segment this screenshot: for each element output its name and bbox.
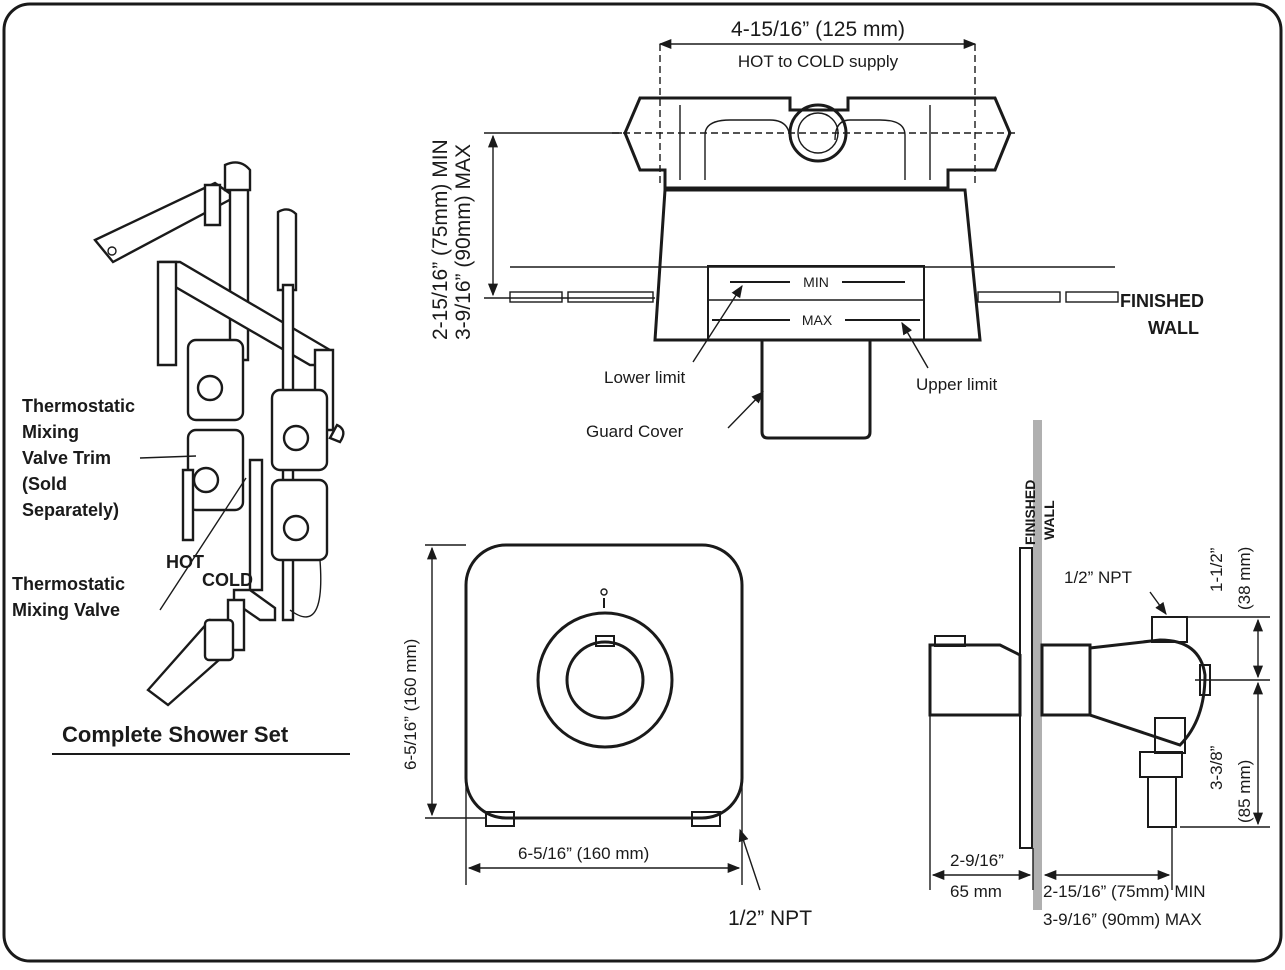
max-mark-label: MAX: [802, 312, 833, 328]
side-finished-label-1: FINISHED: [1022, 480, 1038, 545]
valve-body-bosses: [704, 119, 906, 141]
trim-label-1: Thermostatic: [22, 396, 135, 416]
trim-plate-profile: [1019, 547, 1033, 849]
front-npt-label: 1/2” NPT: [728, 907, 812, 930]
top-offset-label-1: 1-1/2”: [1207, 547, 1226, 592]
min-mark-label: MIN: [803, 274, 829, 290]
height-label: 6-5/16” (160 mm): [401, 639, 420, 770]
lower-limit-label: Lower limit: [604, 368, 686, 387]
top-view: 4-15/16” (125 mm) HOT to COLD supply 2-1…: [429, 18, 1204, 441]
guard-cover-leader: [727, 391, 764, 429]
tub-spout-body: [203, 618, 235, 662]
bottom-offset-label-2: (85 mm): [1235, 760, 1254, 823]
depth-min-label: 2-15/16” (75mm) MIN: [429, 139, 452, 340]
valve-body-outline: [623, 96, 1012, 190]
bottom-nut: [1139, 751, 1183, 778]
front-npt-leader: [738, 828, 761, 891]
hand-shower-head: [276, 208, 298, 292]
finished-wall-section: [1033, 420, 1042, 910]
shower-arm-hole: [107, 246, 117, 256]
side-npt-leader: [1149, 591, 1167, 616]
trim-depth-label-2: 65 mm: [950, 882, 1002, 901]
trim-plate-outline: [464, 543, 744, 820]
trim-label-2: Mixing: [22, 422, 79, 442]
top-npt-fitting: [1151, 616, 1188, 643]
trim-foot-right: [691, 811, 721, 827]
upper-riser-pipe: [228, 173, 250, 362]
trim-knob-profile: [928, 643, 1022, 717]
side-outlet-fitting: [328, 423, 345, 444]
bottom-npt-fitting: [1147, 776, 1177, 828]
bottom-offset-label-1: 3-3/8”: [1207, 745, 1226, 790]
trim-label-4: (Sold: [22, 474, 67, 494]
side-npt-label: 1/2” NPT: [1064, 568, 1132, 587]
supply-caption-label: HOT to COLD supply: [738, 52, 899, 71]
lower-supply-pipe: [248, 458, 264, 592]
guard-cover-stem: [760, 338, 872, 440]
guard-cover-body: [653, 188, 982, 342]
front-view: 6-5/16” (160 mm) 6-5/16” (160 mm) 1/2” N…: [401, 543, 812, 930]
valve-label-2: Mixing Valve: [12, 600, 120, 620]
upper-limit-leader: [901, 321, 929, 369]
wall-tile-2: [567, 291, 654, 303]
hot-label: HOT: [166, 552, 204, 572]
trim-knob-lower-left: [192, 466, 220, 494]
valve-leader: [159, 477, 247, 611]
trim-dial-ring: [536, 611, 674, 749]
valve-body-ribs: [679, 105, 931, 180]
shower-set-caption: Complete Shower Set: [62, 722, 289, 747]
shower-arm-mount: [203, 183, 222, 227]
valve-collar: [1040, 643, 1092, 717]
trim-dot-marker: [600, 588, 608, 596]
riser-elbow-top: [223, 161, 252, 192]
trim-dial-center: [565, 640, 645, 720]
valve-label-1: Thermostatic: [12, 574, 125, 594]
trim-foot-left: [485, 811, 515, 827]
supply-width-label: 4-15/16” (125 mm): [731, 18, 905, 41]
finished-wall-label-2: WALL: [1148, 318, 1199, 338]
trim-knob-upper-left: [196, 374, 224, 402]
side-view: FINISHED WALL 1/2” NPT 1-1/2” (38 mm) 3-…: [928, 420, 1270, 929]
top-offset-label-2: (38 mm): [1235, 547, 1254, 610]
upper-limit-label: Upper limit: [916, 375, 998, 394]
depth-max-label: 3-9/16” (90mm) MAX: [452, 144, 475, 340]
shower-set-view: Thermostatic Mixing Valve Trim (Sold Sep…: [12, 161, 350, 755]
trim-knob-lower-right: [282, 514, 310, 542]
width-label: 6-5/16” (160 mm): [518, 844, 649, 863]
trim-depth-label-1: 2-9/16”: [950, 851, 1004, 870]
valve-body-profile: [1088, 638, 1207, 747]
finished-wall-label-1: FINISHED: [1120, 291, 1204, 311]
trim-dial-indicator: [595, 635, 615, 647]
side-finished-label-2: WALL: [1041, 500, 1057, 540]
bottom-neck: [1154, 717, 1186, 754]
cold-label: COLD: [202, 570, 253, 590]
trim-leader: [139, 455, 197, 459]
wall-tile-3: [977, 291, 1061, 303]
trim-label-3: Valve Trim: [22, 448, 111, 468]
frame-left-pipe: [156, 260, 178, 367]
lower-limit-leader: [692, 284, 743, 363]
wall-depth-min-label: 2-15/16” (75mm) MIN: [1043, 882, 1205, 901]
trim-lever-handle: [181, 468, 195, 542]
trim-knob-upper-right: [282, 424, 310, 452]
wall-tile-4: [1065, 291, 1119, 303]
wall-depth-max-label: 3-9/16” (90mm) MAX: [1043, 910, 1202, 929]
trim-plate-lower-left: [186, 428, 245, 512]
trim-knob-cap: [934, 635, 966, 647]
trim-label-5: Separately): [22, 500, 119, 520]
guard-cover-label: Guard Cover: [586, 422, 684, 441]
wall-tile-1: [509, 291, 563, 303]
